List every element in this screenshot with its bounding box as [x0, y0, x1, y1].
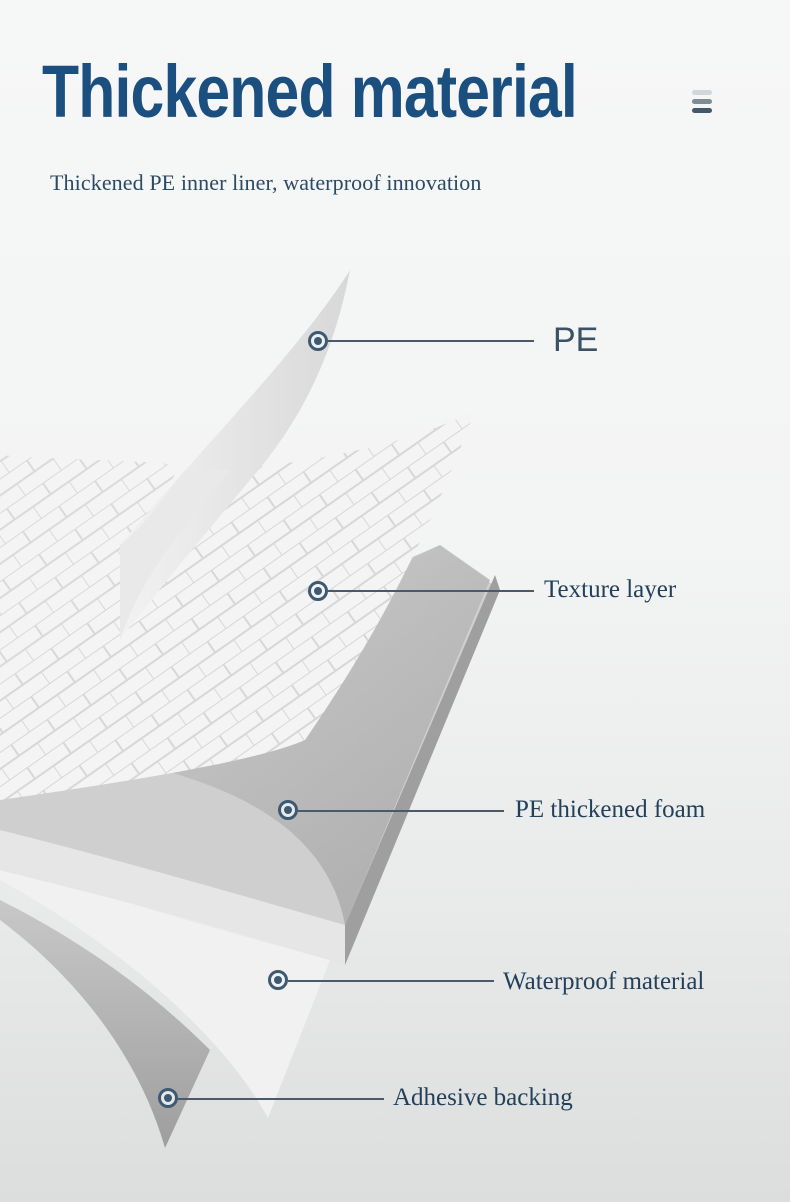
menu-bar: [692, 108, 712, 113]
waterproof-sheet: [0, 860, 330, 1118]
foam-label: PE thickened foam: [515, 796, 706, 823]
subtitle: Thickened PE inner liner, waterproof inn…: [50, 170, 482, 195]
foam-marker: [278, 800, 298, 820]
texture-layer-callout-line: [328, 590, 534, 592]
texture-layer-marker: [308, 581, 328, 601]
page-title: Thickened material: [42, 50, 578, 133]
pe-label: PE: [553, 321, 599, 359]
waterproof-callout-line: [288, 980, 494, 982]
menu-bar: [692, 90, 712, 95]
pe-sheet: [120, 270, 350, 640]
waterproof-marker: [268, 970, 288, 990]
adhesive-label: Adhesive backing: [393, 1084, 573, 1111]
adhesive-callout-line: [178, 1098, 384, 1100]
adhesive-marker: [158, 1088, 178, 1108]
waterproof-label: Waterproof material: [503, 968, 705, 995]
pe-marker: [308, 331, 328, 351]
menu-bar: [692, 99, 712, 104]
texture-sheet: [0, 410, 475, 800]
menu-icon[interactable]: [692, 90, 712, 116]
texture-layer-label: Texture layer: [544, 576, 677, 603]
pe-callout-line: [328, 340, 534, 342]
adhesive-backing-sheet: [0, 900, 210, 1148]
foam-callout-line: [298, 810, 504, 812]
